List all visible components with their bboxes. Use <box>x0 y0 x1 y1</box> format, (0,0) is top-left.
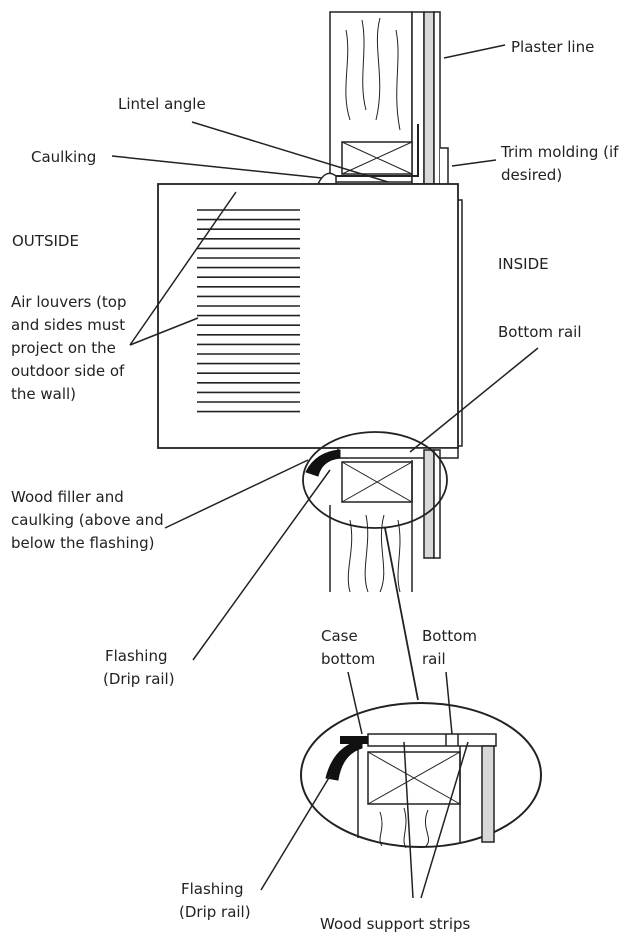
case-step <box>458 199 463 447</box>
label-wood-filler-1: Wood filler and <box>11 488 124 506</box>
label-bottom-rail-detail-2: rail <box>422 650 446 668</box>
label-wood-filler-3: below the flashing) <box>11 534 155 552</box>
detail-enlargement <box>300 702 542 849</box>
label-case-bottom-2: bottom <box>321 650 375 668</box>
leader-lines <box>111 44 539 899</box>
label-lintel-angle: Lintel angle <box>118 95 206 113</box>
label-caulking: Caulking <box>31 148 96 166</box>
label-flashing-1: Flashing <box>105 647 168 665</box>
caulking-bead <box>316 172 337 185</box>
label-bottom-rail-detail-1: Bottom <box>422 627 477 645</box>
label-trim-molding-2: desired) <box>501 166 562 184</box>
trim-molding <box>440 147 449 187</box>
label-inside: INSIDE <box>498 255 549 273</box>
label-outside: OUTSIDE <box>12 232 79 250</box>
label-case-bottom-1: Case <box>321 627 358 645</box>
label-plaster-line: Plaster line <box>511 38 594 56</box>
label-bottom-rail: Bottom rail <box>498 323 581 341</box>
label-air-louvers-2: and sides must <box>11 316 125 334</box>
detail-circle-small <box>302 431 448 529</box>
label-air-louvers-5: the wall) <box>11 385 76 403</box>
label-air-louvers-3: project on the <box>11 339 116 357</box>
label-wood-filler-2: caulking (above and <box>11 511 164 529</box>
label-flashing-detail-1: Flashing <box>181 880 244 898</box>
label-wood-support-strips: Wood support strips <box>320 915 471 933</box>
label-air-louvers-4: outdoor side of <box>11 362 125 380</box>
lintel-block <box>330 124 419 177</box>
air-louvers <box>197 209 300 413</box>
lower-wall <box>305 447 459 593</box>
label-flashing-detail-2: (Drip rail) <box>179 903 251 921</box>
label-air-louvers-1: Air louvers (top <box>11 293 127 311</box>
label-trim-molding-1: Trim molding (if <box>500 143 619 161</box>
detail-connector <box>384 527 419 701</box>
label-flashing-2: (Drip rail) <box>103 670 175 688</box>
